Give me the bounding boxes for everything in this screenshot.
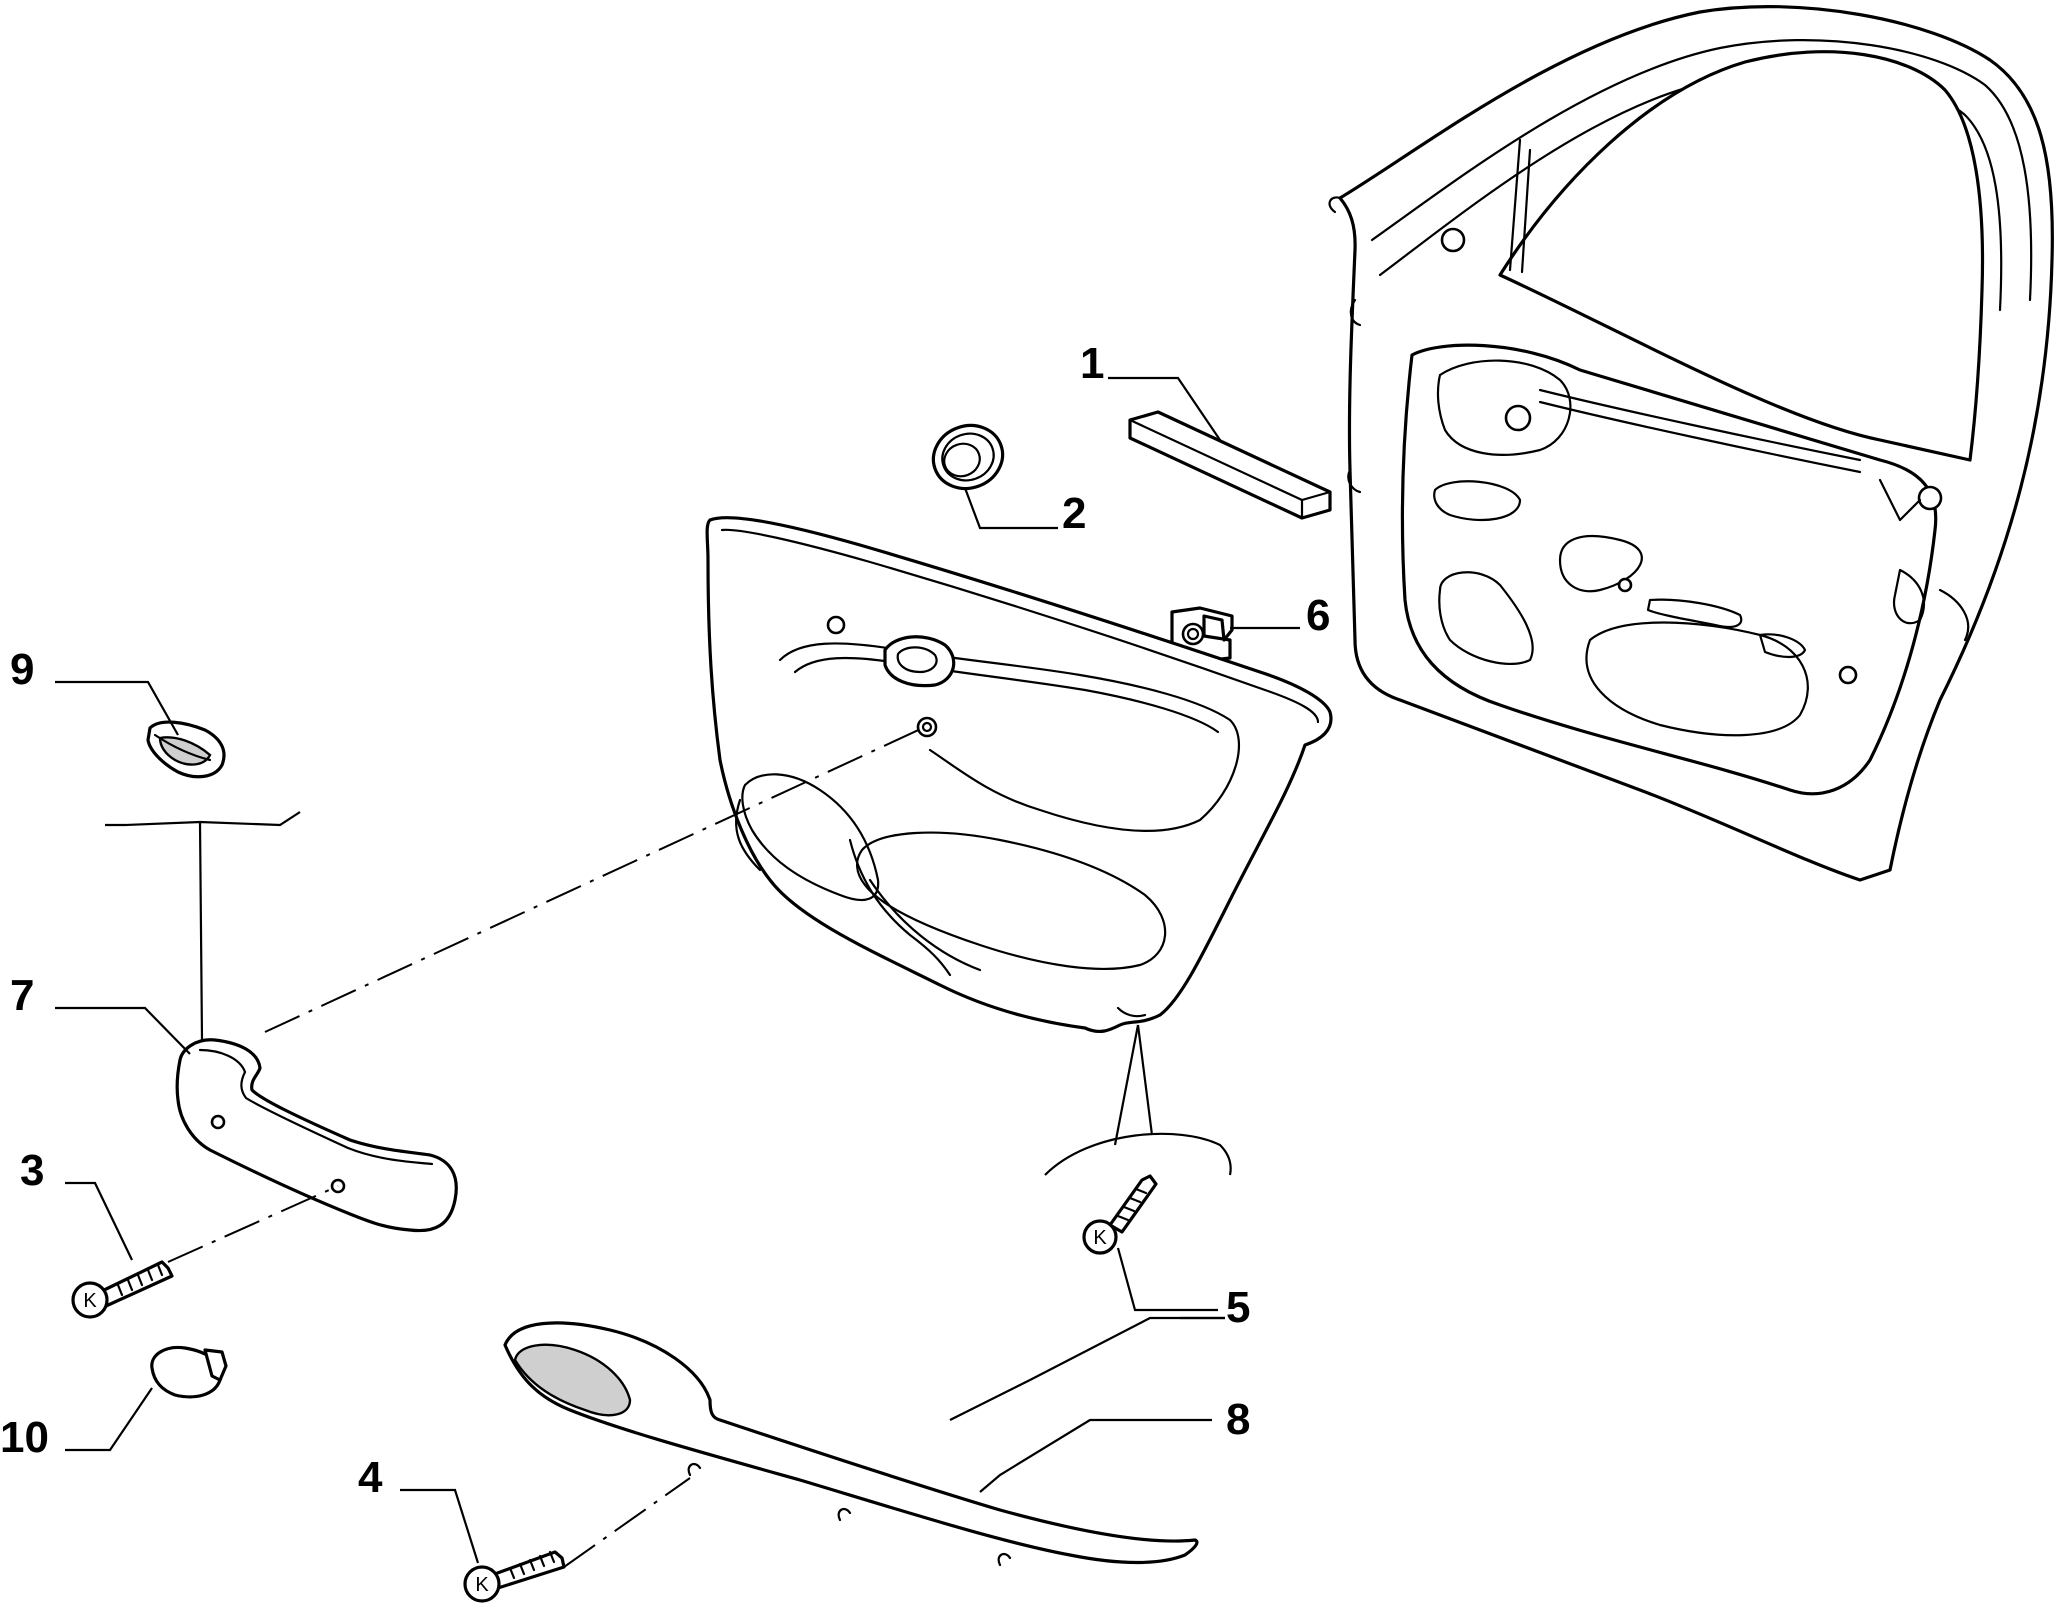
part-9-cap bbox=[146, 720, 226, 779]
part-7-pull-handle bbox=[175, 1038, 458, 1233]
callout-5: 5 bbox=[1226, 1283, 1250, 1332]
callout-leaders bbox=[55, 376, 1300, 1564]
callout-4: 4 bbox=[358, 1453, 383, 1502]
part-10-cap bbox=[150, 1345, 228, 1399]
part-3-screw: K bbox=[71, 1260, 174, 1319]
callout-9: 9 bbox=[10, 645, 34, 694]
callout-3: 3 bbox=[20, 1146, 44, 1195]
svg-text:K: K bbox=[475, 1574, 489, 1596]
callout-6: 6 bbox=[1306, 591, 1330, 640]
part-8-lower-trim bbox=[503, 1321, 1199, 1567]
svg-text:K: K bbox=[1093, 1227, 1107, 1249]
door-trim-panel bbox=[705, 516, 1333, 1034]
callout-labels: 1 2 6 9 7 3 10 5 8 4 bbox=[0, 339, 1330, 1502]
callout-1: 1 bbox=[1080, 339, 1104, 388]
callout-7: 7 bbox=[10, 971, 34, 1020]
assembly-lines bbox=[105, 726, 1232, 1568]
callout-8: 8 bbox=[1226, 1395, 1250, 1444]
svg-text:K: K bbox=[83, 1290, 97, 1312]
part-5-screw: K bbox=[1082, 1174, 1158, 1255]
callout-10: 10 bbox=[0, 1413, 49, 1462]
callout-2: 2 bbox=[1062, 489, 1086, 538]
door-shell bbox=[1328, 4, 2054, 882]
part-1-felt-pad bbox=[1128, 410, 1332, 520]
part-4-screw: K bbox=[463, 1550, 566, 1603]
part-2-grommet bbox=[931, 423, 1005, 491]
